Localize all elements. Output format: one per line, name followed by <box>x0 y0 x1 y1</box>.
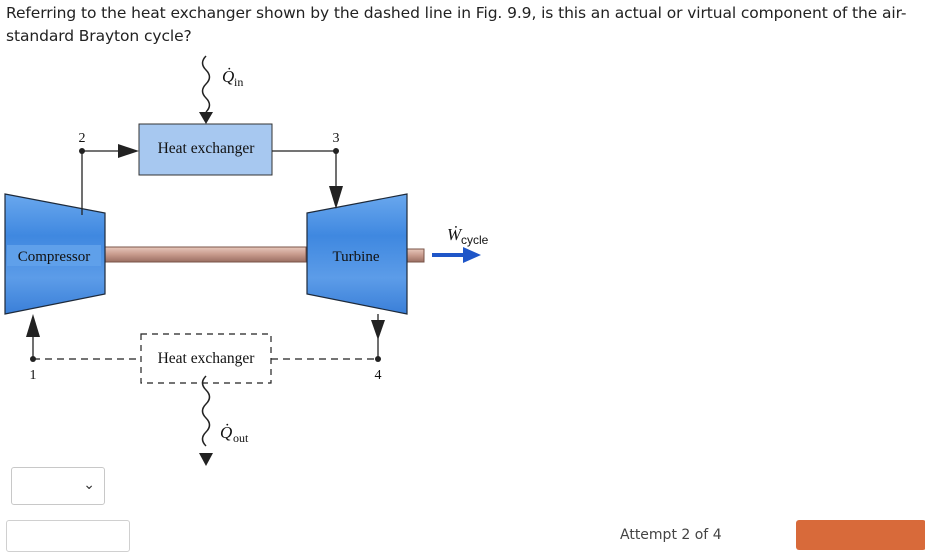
compressor-label: Compressor <box>18 249 91 265</box>
arrow-into-turbine <box>329 186 343 209</box>
chevron-down-icon: ⌄ <box>83 477 95 493</box>
w-cycle-subscript: cycle <box>461 233 489 247</box>
answer-dropdown[interactable]: ⌄ <box>11 467 105 505</box>
heat-exchanger-top-label: Heat exchanger <box>158 140 256 157</box>
shaft <box>103 246 307 263</box>
state-label-3: 3 <box>333 131 340 146</box>
work-arrow-head <box>463 247 481 263</box>
attempt-counter: Attempt 2 of 4 <box>620 527 722 543</box>
q-in-arrowhead <box>199 112 213 124</box>
w-cycle-symbol: Ẇ <box>447 225 463 244</box>
secondary-action-button[interactable] <box>6 520 130 552</box>
q-in-symbol: Q̇ <box>222 67 234 86</box>
compressor-label-bg <box>7 245 101 266</box>
state-label-2: 2 <box>79 131 86 146</box>
q-out-symbol: Q̇ <box>220 423 232 442</box>
q-out-subscript: out <box>233 431 249 445</box>
brayton-cycle-diagram: Compressor Turbine Heat exchanger 2 3 Q̇… <box>4 55 489 466</box>
submit-button[interactable] <box>796 520 925 550</box>
arrow-into-compressor <box>26 314 40 337</box>
state-label-1: 1 <box>30 368 37 383</box>
arrow-out-turbine <box>371 320 385 340</box>
heat-exchanger-bottom-label-bg <box>144 347 268 369</box>
state-label-4: 4 <box>375 368 382 383</box>
turbine <box>306 193 408 315</box>
question-text: Referring to the heat exchanger shown by… <box>6 4 907 45</box>
q-out-arrowhead <box>199 453 213 466</box>
heat-exchanger-top <box>138 123 273 176</box>
state-point-2 <box>79 148 85 154</box>
q-in-wavy-line <box>201 55 211 113</box>
state-point-4 <box>375 356 381 362</box>
heat-exchanger-bottom-label: Heat exchanger <box>158 350 256 367</box>
state-point-3 <box>333 148 339 154</box>
shaft-output <box>405 248 425 263</box>
q-out-wavy-line <box>201 375 211 447</box>
arrow-into-hx <box>118 144 139 158</box>
q-in-subscript: in <box>234 75 243 89</box>
turbine-label: Turbine <box>333 249 380 265</box>
